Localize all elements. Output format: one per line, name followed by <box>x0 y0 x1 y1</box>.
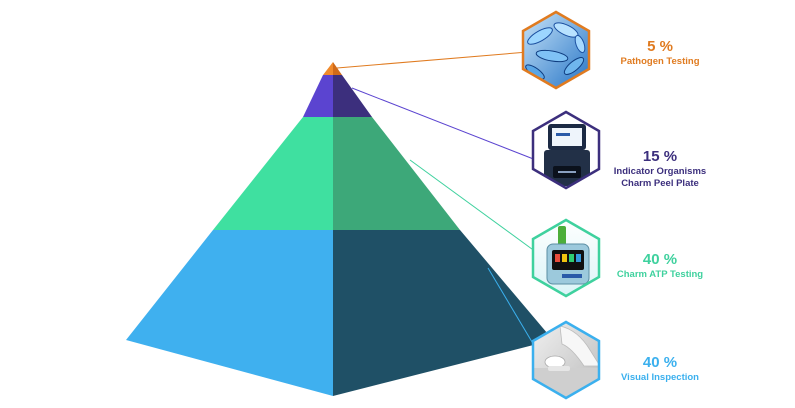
hexagon-image-bacteria <box>521 10 591 90</box>
pyramid-tier-3-left <box>213 117 333 230</box>
pyramid-tier-1-apex-right <box>333 62 342 75</box>
pyramid-tier-2-left <box>303 75 333 117</box>
tier-2-label: 15 % Indicator Organisms Charm Peel Plat… <box>590 148 730 190</box>
tier-3-percent: 40 % <box>642 251 678 268</box>
tier-3-text: Charm ATP Testing <box>616 269 704 280</box>
pyramid-tier-4-left <box>126 230 333 396</box>
tier-2-text-line-2: Charm Peel Plate <box>621 178 699 189</box>
pyramid-tier-4-right <box>333 230 553 396</box>
tier-4-percent: 40 % <box>642 354 678 371</box>
hexagon-image-incubator <box>531 110 601 190</box>
connector-line-tier-2 <box>351 87 537 161</box>
pyramid <box>126 62 553 396</box>
hexagon-image-atp-device <box>531 218 601 298</box>
tier-2-text-line-1: Indicator Organisms <box>613 166 707 177</box>
connector-line-tier-1 <box>336 51 529 69</box>
connector-line-tier-3 <box>409 159 537 253</box>
tier-4-label: 40 % Visual Inspection <box>590 354 730 384</box>
pyramid-tier-1-apex-left <box>323 62 333 75</box>
tier-4-text: Visual Inspection <box>621 372 699 383</box>
tier-1-text: Pathogen Testing <box>620 56 700 67</box>
pyramid-tier-2-right <box>333 75 372 117</box>
tier-1-percent: 5 % <box>647 38 673 55</box>
tier-3-label: 40 % Charm ATP Testing <box>590 251 730 281</box>
tier-1-label: 5 % Pathogen Testing <box>590 38 730 68</box>
connector-line-tier-4 <box>487 267 539 353</box>
pyramid-tier-3-right <box>333 117 460 230</box>
tier-2-percent: 15 % <box>642 148 678 165</box>
